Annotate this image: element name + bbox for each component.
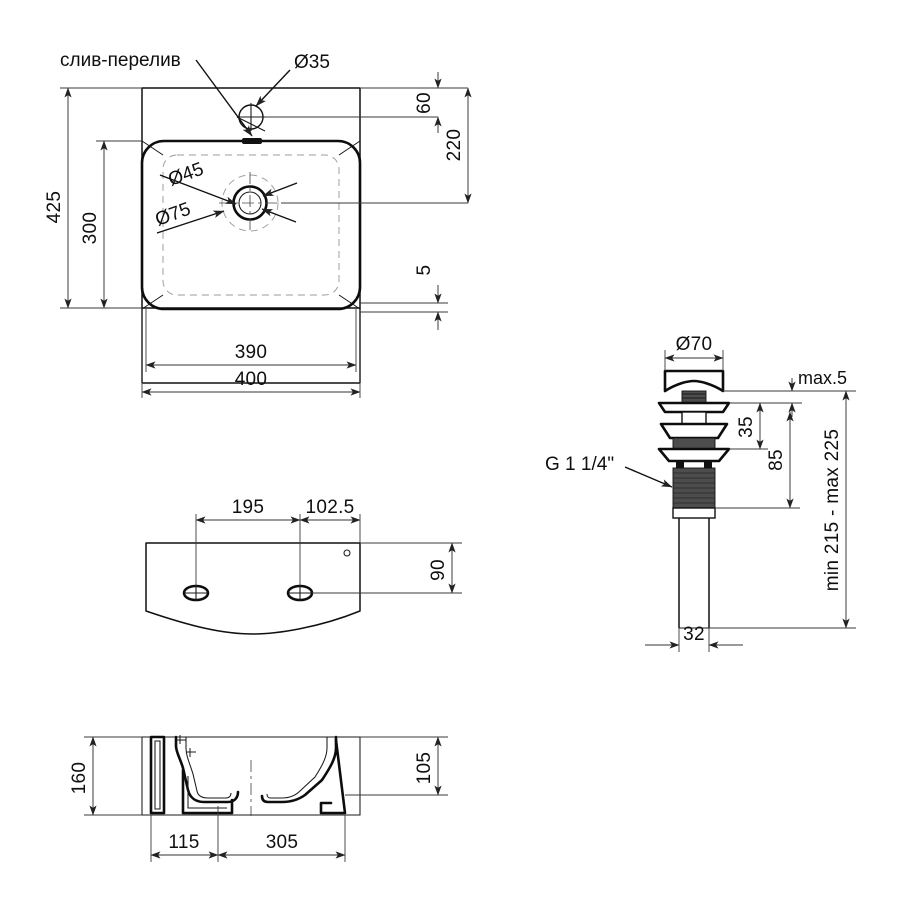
front-view-group: 195 102.5 90 <box>145 497 462 635</box>
section-bowl-right-inner <box>266 737 328 799</box>
top-view-group: слив-перелив Ø35 Ø45 Ø75 425 300 60 220 … <box>44 50 472 398</box>
valve-tailpipe <box>678 518 710 628</box>
section-view-group: 160 105 115 305 <box>69 735 448 862</box>
dim-425-text: 425 <box>44 191 65 224</box>
dim-5-text: 5 <box>414 265 435 276</box>
valve-base-collar <box>672 507 716 519</box>
section-apron-left-inner <box>187 776 227 809</box>
max5-label: max.5 <box>798 368 847 388</box>
dim-85-text: 85 <box>766 449 787 471</box>
dim-300-text: 300 <box>80 212 101 245</box>
valve-tab-right <box>704 461 712 468</box>
dia35-label: Ø35 <box>294 52 330 73</box>
section-back-wall-outer <box>149 735 166 815</box>
dia70-label: Ø70 <box>676 334 713 355</box>
front-hole-left-cross <box>184 585 208 601</box>
dia45-leader-right <box>262 182 298 197</box>
front-hole-right-cross <box>288 585 312 601</box>
ext-105 <box>345 736 448 796</box>
section-bowl-left-inner <box>185 737 232 799</box>
overflow-leader <box>195 59 253 137</box>
section-back-wall-inner <box>154 740 161 810</box>
dim-35-text: 35 <box>736 416 757 438</box>
dim-90-text: 90 <box>428 559 449 581</box>
valve-collar <box>672 437 716 450</box>
dim-390-text: 390 <box>235 342 268 363</box>
range-text: min 215 - max 225 <box>822 429 843 591</box>
dim-305-text: 305 <box>266 832 299 853</box>
dim-102p5-text: 102.5 <box>305 497 354 518</box>
dim-105-text: 105 <box>414 752 435 785</box>
bowl-corner-slopes <box>141 140 361 310</box>
section-bowl-left-profile <box>174 735 240 804</box>
dia75-leader-right <box>261 208 297 223</box>
dia75-leader <box>156 210 225 234</box>
dim-115-text: 115 <box>168 832 199 853</box>
front-body-outline <box>145 542 361 635</box>
thread-label: G 1 1/4" <box>545 454 614 475</box>
valve-seal-skirt <box>657 447 731 463</box>
ext-5 <box>360 302 448 313</box>
valve-cap-stem-lines <box>682 393 706 399</box>
valve-lower-flange <box>659 422 729 440</box>
front-overflow-dot <box>343 549 351 557</box>
dim-160-text: 160 <box>69 762 90 795</box>
dim-32-text: 32 <box>683 624 705 645</box>
valve-cap-stem <box>681 390 707 404</box>
ext-400 <box>141 309 361 398</box>
valve-upper-flange <box>657 401 731 414</box>
overflow-label: слив-перелив <box>60 50 181 71</box>
overflow-slot <box>242 138 262 144</box>
dim-400-text: 400 <box>235 369 268 390</box>
valve-thread-lines <box>673 472 715 504</box>
drain-valve-group: Ø70 max.5 35 85 min 215 - max 225 32 G 1… <box>545 334 856 652</box>
valve-cap <box>663 369 725 393</box>
tap-hole-leader <box>255 69 291 107</box>
section-bowl-right-profile <box>260 735 338 804</box>
dia45-leader <box>159 174 237 205</box>
bowl-inner-hidden <box>162 154 340 296</box>
dim-220-text: 220 <box>444 129 465 162</box>
dim-195-text: 195 <box>232 497 265 518</box>
section-top-detail-b <box>186 748 196 757</box>
section-apron-left <box>181 768 234 815</box>
section-apron-right <box>319 738 347 815</box>
thread-leader <box>624 466 673 488</box>
section-top-detail-a <box>176 735 186 744</box>
valve-tab-left <box>676 461 684 468</box>
ext-90 <box>312 542 462 594</box>
valve-block <box>681 411 707 425</box>
dim-60-text: 60 <box>414 92 435 114</box>
